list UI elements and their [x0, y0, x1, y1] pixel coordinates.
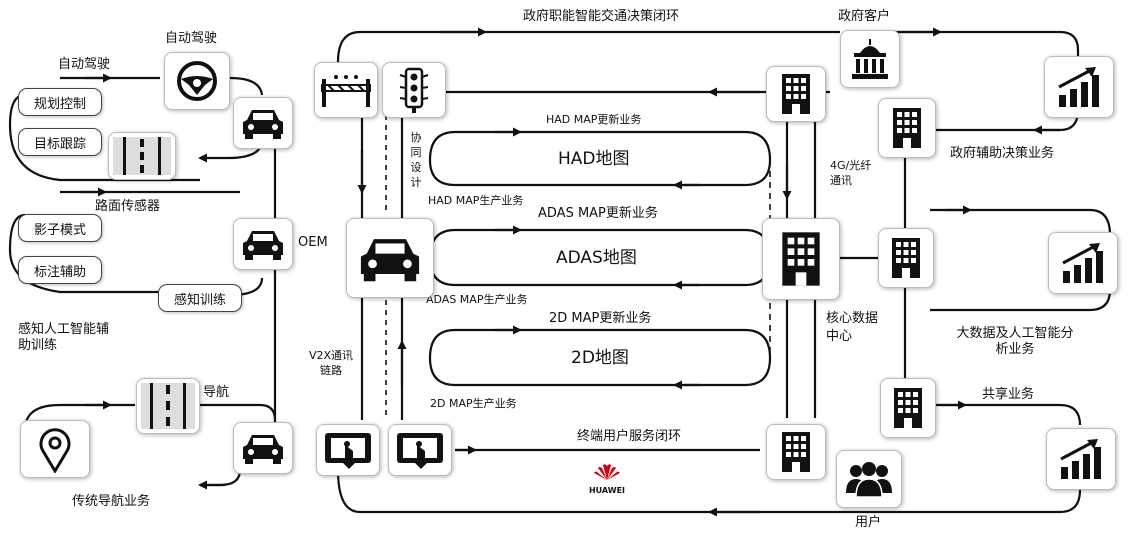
car-tile-3 [233, 422, 293, 474]
left-bracket-mid [8, 213, 160, 294]
office-building-icon [892, 238, 920, 278]
growth-chart-icon [1058, 67, 1099, 107]
gov-client-label: 政府客户 [838, 9, 891, 24]
road-sensor-label: 路面传感器 [95, 199, 161, 214]
huawei-flower-icon [594, 464, 620, 480]
gov-loop-line [336, 30, 840, 63]
navigation-label: 导航 [203, 385, 230, 400]
car-tile-2 [233, 218, 293, 270]
d2-produce-label: 2D MAP生产业务 [430, 397, 517, 410]
terminal-loop-label: 终端用户服务闭环 [577, 429, 682, 444]
office-building-tile-2 [766, 424, 826, 480]
annotate-box: 标注辅助 [18, 256, 102, 284]
office-building-icon [894, 388, 922, 428]
office-building-tile-4 [878, 228, 934, 288]
road-tile-2 [136, 378, 200, 434]
bigdata-label: 大数据及人工智能分析业务 [956, 326, 1074, 357]
traffic-light-tile [382, 62, 446, 118]
trad-nav-label: 传统导航业务 [72, 494, 151, 509]
toll-gate-icon [321, 75, 371, 107]
map-pin-tile [20, 420, 90, 478]
growth-chart-icon [1060, 439, 1101, 479]
adas-produce-label: ADAS MAP生产业务 [426, 293, 528, 306]
central-car-tile [346, 218, 434, 298]
growth-chart-icon [1062, 243, 1103, 283]
shadow-box: 影子模式 [18, 214, 102, 242]
users-tile [836, 450, 902, 508]
touch-screen-icon [397, 433, 443, 469]
had-produce-label: HAD MAP生产业务 [428, 194, 524, 207]
bottom-loop [336, 469, 1082, 514]
d2-map-label: 2D地图 [571, 348, 629, 368]
office-building-icon [782, 74, 810, 114]
nav-top-loop [175, 403, 277, 421]
had-map-label: HAD地图 [558, 149, 630, 169]
autopilot-top-label: 自动驾驶 [58, 57, 111, 72]
had-update-label: HAD MAP更新业务 [546, 113, 642, 126]
growth-chart-tile-1 [1044, 56, 1114, 118]
car-icon [243, 435, 283, 464]
touch-screen-tile-1 [316, 424, 380, 476]
data-center-tile [762, 218, 840, 300]
office-building-tile-1 [766, 66, 826, 122]
adas-update-label: ADAS MAP更新业务 [538, 206, 658, 221]
share-label: 共享业务 [982, 387, 1035, 402]
adas-map-label: ADAS地图 [556, 248, 637, 268]
ai-train-label: 感知人工智能辅助训练 [18, 322, 110, 353]
touch-screen-icon [325, 433, 371, 469]
core-dc-label: 核心数据中心 [826, 311, 879, 344]
huawei-logo: HUAWEI [584, 462, 630, 495]
road-icon [113, 137, 171, 175]
growth-chart-tile-2 [1048, 232, 1118, 294]
d2-update-label: 2D MAP更新业务 [549, 311, 652, 326]
data-center-building-icon [782, 232, 820, 286]
share-loop [930, 403, 1082, 426]
autopilot-to-car [229, 76, 264, 96]
car-icon [243, 231, 283, 260]
cooperate-label: 协同设计 [410, 131, 422, 189]
gov-aux-label: 政府辅助决策业务 [950, 146, 1055, 161]
gov-loop-label: 政府职能智能交通决策闭环 [523, 9, 680, 24]
planning-box: 规划控制 [18, 88, 102, 116]
d2-loop [428, 328, 772, 387]
road-icon [141, 383, 195, 429]
gov-building-tile [840, 30, 900, 88]
office-building-icon [782, 432, 810, 472]
office-building-tile-5 [880, 378, 936, 438]
traffic-light-icon [399, 67, 429, 113]
touch-screen-tile-2 [388, 424, 452, 476]
huawei-text: HUAWEI [588, 486, 626, 495]
left-bracket-top [8, 93, 200, 182]
steering-wheel-icon [177, 61, 217, 101]
tracking-box: 目标跟踪 [18, 128, 102, 156]
oem-label: OEM [298, 235, 328, 250]
v2x-label: V2X通讯链路 [308, 349, 354, 377]
nav-bottom [200, 469, 242, 487]
road-tile-1 [108, 132, 176, 180]
gov-client-right [895, 30, 1080, 68]
users-group-icon [846, 462, 892, 498]
fiber-label: 4G/光纤通讯 [830, 159, 872, 187]
car-icon [360, 239, 420, 282]
office-building-tile-3 [878, 98, 936, 158]
user-label: 用户 [855, 515, 882, 530]
had-loop [428, 130, 772, 187]
perception-box: 感知训练 [158, 284, 242, 312]
car-icon [243, 110, 283, 139]
car-tile-1 [233, 97, 293, 149]
toll-gate-tile [314, 62, 378, 118]
government-building-icon [852, 39, 888, 79]
growth-chart-tile-3 [1046, 428, 1116, 490]
steering-wheel-tile [164, 52, 230, 110]
office-building-icon [893, 108, 921, 148]
map-pin-icon [39, 428, 71, 473]
autopilot-label: 自动驾驶 [165, 31, 218, 46]
